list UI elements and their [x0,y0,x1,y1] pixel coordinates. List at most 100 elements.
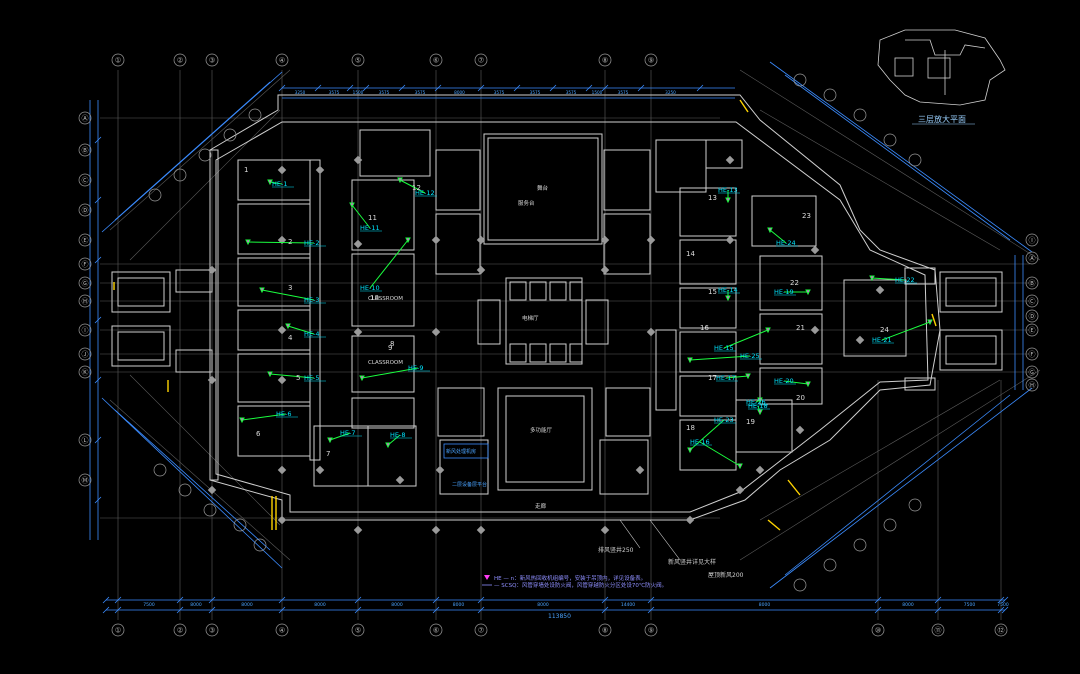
grid-bubble-bottom-1-label: ① [115,627,121,635]
dim-tick-bottom-1 [114,596,122,604]
bottom-dim-3: 8000 [241,602,253,608]
room-label-corridor: 走廊 [535,502,547,510]
equipment-tag-20: HE-20 [774,377,794,385]
room-number-15: 15 [708,288,717,296]
bottom-dim-7: 8000 [537,602,549,608]
grid-bubble-left-13-label: Ⓜ [82,477,89,485]
bottom-dim-9: 8000 [759,602,771,608]
equipment-marker-9 [359,375,365,382]
equipment-tag-1: HE-1 [272,180,287,188]
bottom-dim-2: 8000 [190,602,202,608]
bottom-dim-8: 14400 [621,602,635,608]
equipment-marker-22 [869,275,875,282]
equipment-marker-2 [245,239,251,246]
equipment-tag-7: HE-7 [340,429,355,437]
grid-bubble-bottom-2-label: ② [177,627,183,635]
room-number-7: 7 [326,450,330,458]
column-15 [646,235,656,245]
grid-bubble-top-2-label: ② [177,57,183,65]
highlight-marks [113,99,937,531]
leader-9 [361,367,419,379]
grid-bubble-bottom-8: ⑧ [598,623,612,637]
equipment-tag-3: HE-3 [304,296,319,304]
dim-tick-bottom-13 [1001,596,1009,604]
grid-bubble-bottom-4-label: ④ [279,627,285,635]
dim-tick-top-4 [398,84,406,92]
grid-bubble-bottom-10: ⑩ [871,623,885,637]
dim-tick-top-6 [477,84,485,92]
room-number-11: 11 [368,214,377,222]
grid-bubble-top-3: ③ [205,53,219,67]
bottom-dim-1: 7500 [143,602,155,608]
equipment-tag-2: HE-2 [304,239,319,247]
grid-bubble-left-10-label: Ⓙ [82,351,89,359]
bottom-dim-10: 8000 [902,602,914,608]
leader-15 [723,329,769,349]
dim-tick-bottom-5 [354,596,362,604]
equipment-marker-24 [767,227,773,234]
leader-25 [689,355,751,361]
column-11 [476,235,486,245]
grid-bubble-left-13: Ⓜ [78,473,92,487]
grid-bubble-top-5-label: ⑤ [355,57,361,65]
grid-bubble-right-3: Ⓒ [1025,294,1039,308]
leader-24 [769,229,787,244]
column-29 [207,485,217,495]
top-dim-8: 3575 [530,90,541,95]
column-38 [635,465,645,475]
dim-tick-bottom2-8 [601,606,609,614]
equipment-tag-6: HE-6 [276,410,291,418]
equipment-tag-16: HE-16 [690,438,710,446]
dim-tick-bottom2-0 [102,606,110,614]
column-30 [277,515,287,525]
room-label-classroom-b: CLASSROOM [368,360,403,366]
grid-bubble-right-8: Ⓗ [1025,378,1039,392]
diagonal-grid-bubble-19 [883,518,897,532]
diagonal-grid-bubble-12 [823,88,837,102]
dimension-chains [89,61,1033,611]
equipment-marker-14 [725,295,731,302]
leader-21 [881,321,931,341]
callout-exhaust-shaft: 排风竖井250 [598,546,634,554]
grid-bubble-bottom-5: ⑤ [351,623,365,637]
grid-bubble-right-8-label: Ⓗ [1029,382,1036,390]
grid-bubble-bottom-5-label: ⑤ [355,627,361,635]
top-dim-10: 1500 [592,90,603,95]
grid-bubble-bottom-3-label: ③ [209,627,215,635]
callout-roof-air: 屋顶新风200 [708,571,744,579]
plant-room-note-line: 二层设备层平台 [452,481,487,488]
room-number-24: 24 [880,326,889,334]
room-number-5: 5 [296,374,300,382]
grid-bubble-left-8: Ⓗ [78,294,92,308]
equipment-tag-25: HE-25 [740,352,760,360]
column-33 [795,425,805,435]
dim-tick-left-2 [94,256,102,264]
equipment-marker-11 [349,202,355,209]
column-39 [755,465,765,475]
equipment-marker-8 [385,442,391,449]
column-34 [315,165,325,175]
grid-bubble-left-7-label: Ⓖ [82,280,89,288]
bottom-dim-4: 8000 [314,602,326,608]
room-number-6: 6 [256,430,261,438]
grid-bubble-top-1: ① [111,53,125,67]
equipment-tag-23: HE-23 [714,416,734,424]
equipment-marker-10 [405,237,411,244]
leader-1 [269,181,283,185]
dim-tick-bottom-2 [176,596,184,604]
grid-bubble-left-11: Ⓚ [78,365,92,379]
room-number-14: 14 [686,250,695,258]
top-dim-9: 3575 [566,90,577,95]
total-dimension: 113850 [548,613,571,620]
dim-tick-top-10 [601,84,609,92]
column-26 [353,525,363,535]
grid-bubble-bottom-12-label: ⑫ [998,627,1005,635]
dim-tick-top-1 [314,84,322,92]
room-label-hall: 多功能厅 [530,426,553,434]
grid-bubble-top-4-label: ④ [279,57,285,65]
diagonal-grid-bubble-15 [908,153,922,167]
grid-bubble-left-12-label: Ⓛ [82,437,89,445]
grid-bubble-top-6: ⑥ [429,53,443,67]
